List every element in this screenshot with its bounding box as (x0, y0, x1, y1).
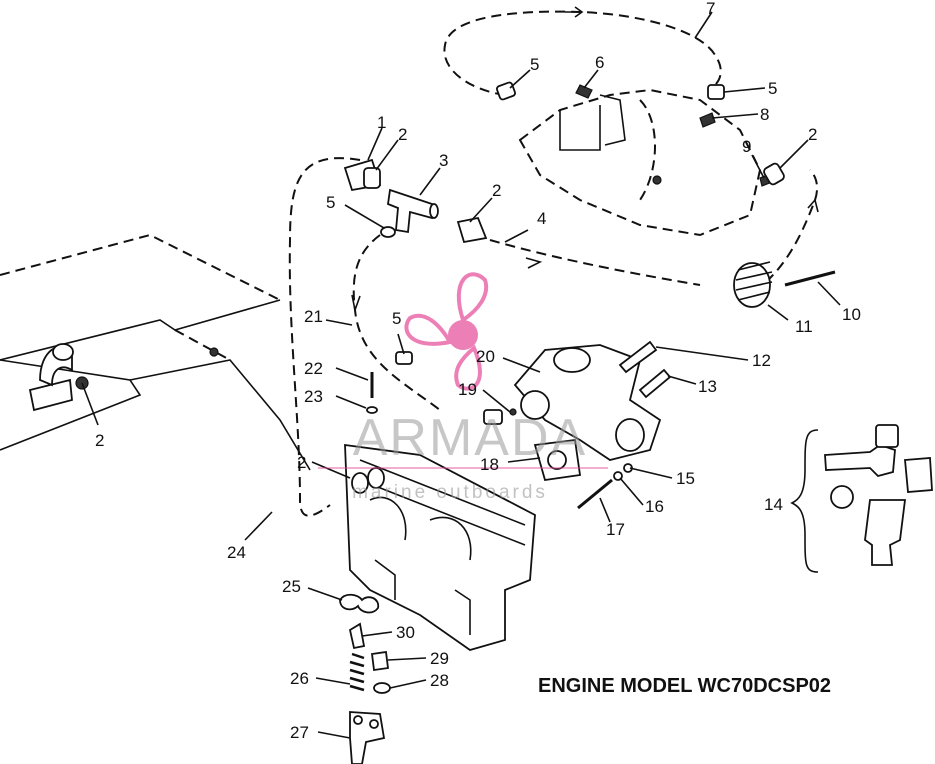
part-25-gasket (339, 593, 380, 614)
callout-22: 22 (304, 359, 323, 378)
part-6-fitting (575, 84, 593, 99)
callout-16: 16 (645, 497, 664, 516)
upper-engine-outline (518, 88, 762, 237)
callout-30: 30 (396, 623, 415, 642)
callout-5: 5 (392, 309, 401, 328)
part-15-16-washers (613, 463, 633, 481)
part-18-gasket (533, 438, 582, 482)
part-23-washer (366, 406, 378, 414)
callout-4: 4 (537, 209, 546, 228)
callout-27: 27 (290, 723, 309, 742)
propeller-logo (404, 272, 489, 391)
watermark-tagline: marine outboards (352, 482, 548, 503)
callout-18: 18 (480, 455, 499, 474)
callout-5: 5 (326, 193, 335, 212)
callout-21: 21 (304, 307, 323, 326)
part-2-sleeve-c (763, 162, 785, 186)
callout-5: 5 (530, 55, 539, 74)
part-5-connector-c (707, 84, 725, 100)
part-12-bolt (618, 340, 658, 374)
part-28-washer (373, 682, 391, 694)
part-17-bolt (577, 478, 613, 510)
watermark-brand: ARMADA (353, 409, 587, 467)
callout-28: 28 (430, 671, 449, 690)
hull-elbow-fitting (28, 343, 99, 426)
callout-7: 7 (706, 0, 715, 18)
part-26-spring (349, 652, 365, 692)
callout-20: 20 (476, 347, 495, 366)
callout-24: 24 (227, 543, 246, 562)
watermark: ARMADA marine outboards (318, 272, 608, 503)
callout-23: 23 (304, 387, 323, 406)
part-29-screw (370, 650, 390, 672)
callout-1: 1 (377, 113, 386, 132)
part-30-needle (348, 622, 366, 650)
callout-14: 14 (764, 495, 783, 514)
part-20-manifold (513, 344, 662, 461)
callout-5: 5 (768, 79, 777, 98)
callout-labels: 1 2 3 5 2 4 5 6 7 5 8 2 9 10 11 12 13 14… (95, 0, 861, 742)
leader-lines (307, 69, 841, 739)
engine-model-title: ENGINE MODEL WC70DCSP02 (538, 675, 831, 697)
callout-26: 26 (290, 669, 309, 688)
callout-2: 2 (808, 125, 817, 144)
hull-outline (0, 233, 311, 471)
part-11-spring (733, 261, 773, 308)
upper-hose-loop (443, 6, 722, 96)
callout-2: 2 (492, 181, 501, 200)
callout-2: 2 (398, 125, 407, 144)
callout-15: 15 (676, 469, 695, 488)
part-10-cable-tie (784, 270, 836, 287)
callout-17: 17 (606, 520, 625, 539)
part-2-sleeve-b (456, 216, 488, 244)
hose-loop-21 (288, 157, 441, 517)
callout-2: 2 (95, 431, 104, 450)
part-8-fitting (699, 112, 716, 128)
callout-9: 9 (742, 137, 751, 156)
part-2-sleeve-a (363, 167, 381, 189)
callout-10: 10 (842, 305, 861, 324)
part-3-tee (387, 188, 439, 234)
callout-13: 13 (698, 377, 717, 396)
callout-19: 19 (458, 380, 477, 399)
callout-25: 25 (282, 577, 301, 596)
callout-11: 11 (795, 317, 813, 336)
part-27-housing (349, 711, 386, 764)
part-13-bolt (638, 368, 672, 399)
callout-6: 6 (595, 53, 604, 72)
part-5-connector-a (380, 226, 396, 238)
engine-cylinder-block (344, 443, 536, 651)
callout-12: 12 (752, 351, 771, 370)
callout-3: 3 (439, 151, 448, 170)
part-5-connector-d (483, 409, 503, 425)
callout-29: 29 (430, 649, 449, 668)
part-14-kit (790, 424, 933, 573)
callout-8: 8 (760, 105, 769, 124)
callout-2: 2 (297, 453, 306, 472)
